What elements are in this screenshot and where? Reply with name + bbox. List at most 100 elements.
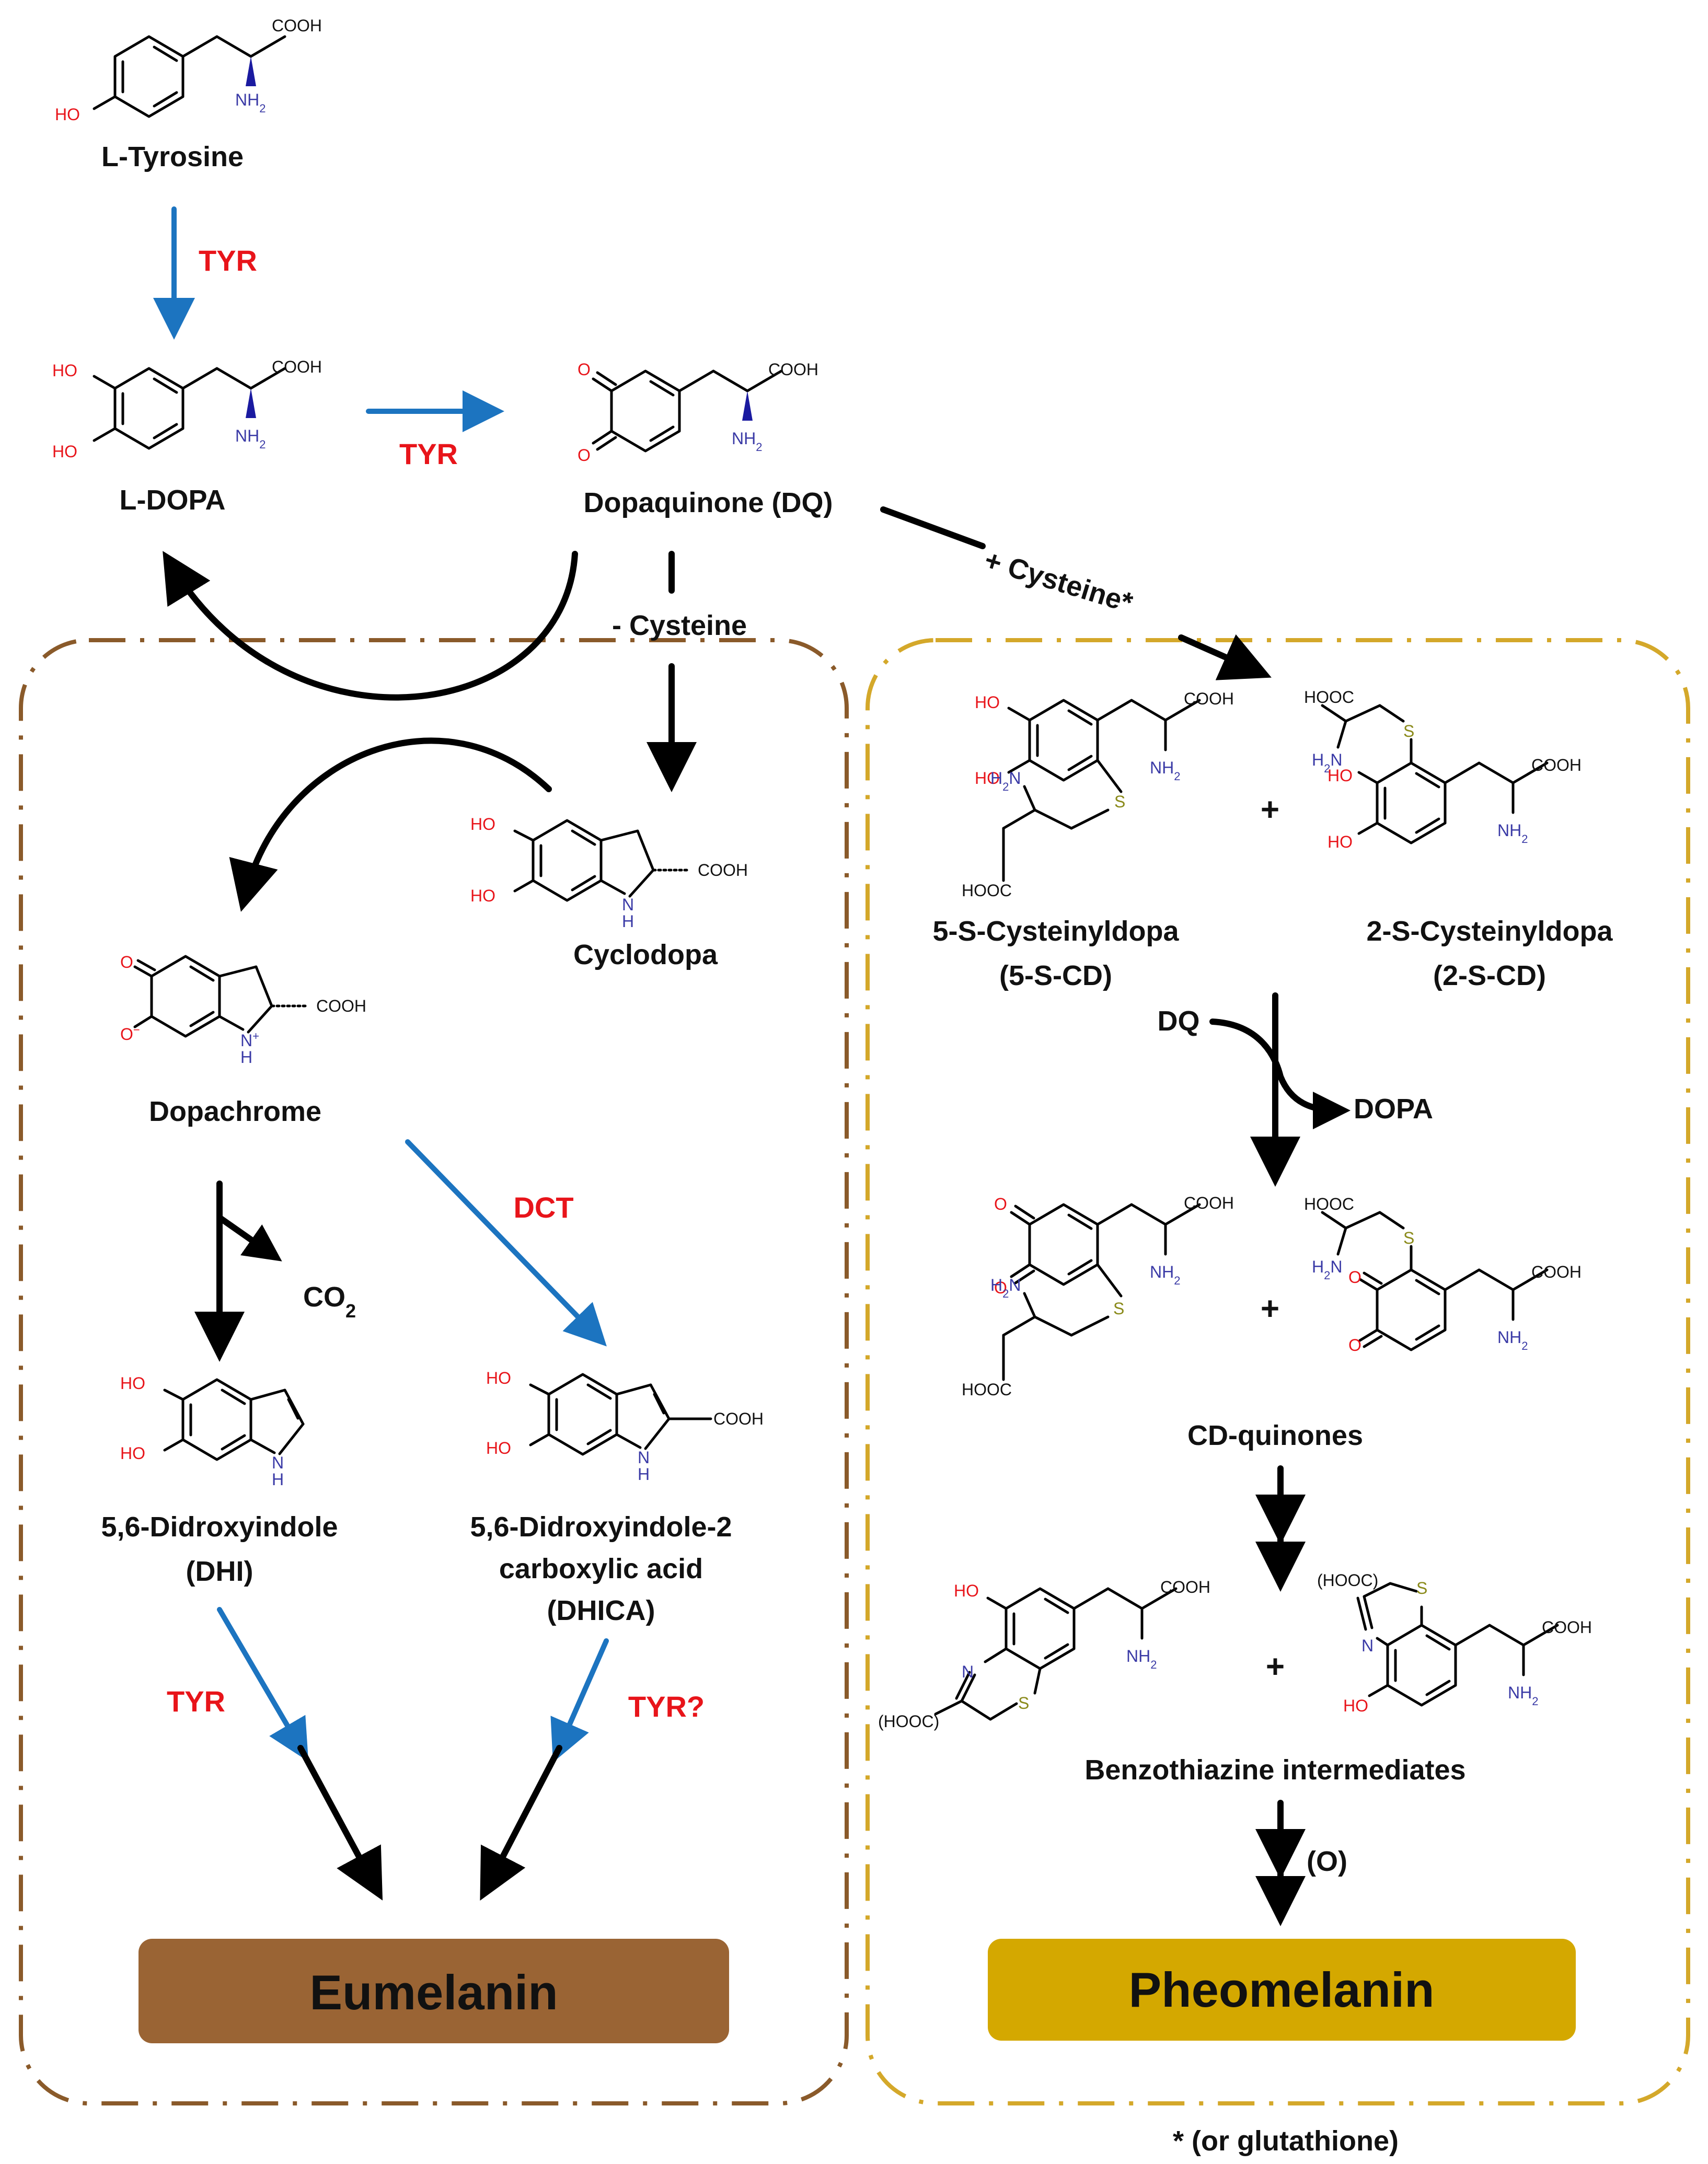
dopaquinone-structure: COOH NH2 O O	[578, 360, 818, 465]
dhica-label-line1: 5,6-Didroxyindole-2	[470, 1511, 732, 1543]
nh2-atom-label: NH2	[235, 426, 266, 451]
footnote-text: * (or glutathione)	[1173, 2125, 1399, 2157]
s-atom-label: S	[1113, 1299, 1124, 1318]
ho-atom-label: HO	[120, 1374, 145, 1393]
nh2-atom-label: NH2	[1508, 1683, 1538, 1708]
cooh-atom-label: COOH	[768, 360, 818, 379]
co2-release-arrow	[216, 1214, 282, 1262]
plus-cysteine-label: + Cysteine*	[981, 544, 1136, 619]
cooh-atom-label: COOH	[316, 997, 366, 1015]
nh2-atom-label: NH2	[732, 429, 762, 454]
dopa-label: L-DOPA	[120, 484, 226, 516]
cooh-atom-label: COOH	[713, 1409, 764, 1428]
5-s-cysteinyldopa-structure: COOH NH2 HO HO S H2N HOOC	[962, 689, 1234, 900]
cooh-atom-label: COOH	[272, 16, 322, 35]
h2n-atom-label: H2N	[1312, 750, 1342, 775]
2-s-cd-label-line2: (2-S-CD)	[1433, 960, 1546, 991]
dhi-to-eumelanin-blue-arrow	[217, 1607, 309, 1762]
o-atom-label: O	[1348, 1336, 1361, 1355]
n-atom-label: N	[1361, 1636, 1374, 1655]
nh-atom-label: N	[272, 1453, 284, 1472]
hooc-atom-label: HOOC	[1304, 1195, 1354, 1213]
ho-atom-label: HO	[975, 693, 1000, 712]
dhica-structure: COOH N H HO HO	[486, 1369, 764, 1484]
cooh-atom-label: COOH	[1531, 1263, 1582, 1281]
ho-atom-label: HO	[975, 769, 1000, 788]
tyr-enzyme-label-3: TYR	[167, 1685, 225, 1718]
tyr-enzyme-label-4: TYR?	[628, 1690, 705, 1723]
nh-plus-atom-label: N+	[240, 1029, 259, 1050]
cyclodopa-to-dopachrome-arrow	[229, 737, 552, 912]
2-s-cd-label-line1: 2-S-Cysteinyldopa	[1366, 916, 1613, 947]
cyclodopa-label: Cyclodopa	[573, 939, 718, 970]
hooc-paren-atom-label: (HOOC)	[1317, 1571, 1378, 1590]
nh2-atom-label: NH2	[235, 90, 266, 115]
nh2-atom-label: NH2	[1497, 1328, 1528, 1352]
pheomelanin-label: Pheomelanin	[1128, 1962, 1434, 2017]
tyrosine-label: L-Tyrosine	[101, 141, 244, 172]
5-s-cd-label-line2: (5-S-CD)	[999, 960, 1112, 991]
benzothiazine-structure-1: HO COOH NH2 N S (HOOC)	[878, 1578, 1210, 1731]
ho-atom-label: HO	[486, 1439, 511, 1457]
nh-atom-label: N	[638, 1448, 650, 1467]
hooc-paren-atom-label: (HOOC)	[878, 1712, 939, 1731]
o-atom-label: O	[578, 360, 591, 379]
o-atom-label: O	[578, 446, 591, 465]
cooh-atom-label: COOH	[1184, 1194, 1234, 1212]
ho-atom-label: HO	[120, 1444, 145, 1463]
ho-atom-label: HO	[1328, 832, 1353, 851]
cooh-atom-label: COOH	[698, 861, 748, 880]
dq-to-dopa-exchange-arrow	[1209, 1019, 1351, 1129]
o-minus-atom-label: O−	[120, 1023, 140, 1044]
tyr-enzyme-label-1: TYR	[199, 244, 257, 277]
o-atom-label: O	[120, 953, 133, 971]
cd-quinones-label: CD-quinones	[1187, 1420, 1363, 1451]
plus-operator-2: +	[1261, 1291, 1279, 1327]
nh-atom-label: N	[622, 895, 634, 914]
s-atom-label: S	[1403, 1229, 1414, 1247]
nh2-atom-label: NH2	[1150, 758, 1180, 783]
ho-atom-label: HO	[954, 1581, 979, 1600]
cooh-atom-label: COOH	[272, 357, 322, 376]
h-atom-label: H	[638, 1465, 650, 1484]
dq-reactant-label: DQ	[1158, 1005, 1200, 1037]
ho-atom-label: HO	[1343, 1696, 1368, 1715]
dq-to-dopa-redox-arrow	[163, 551, 578, 701]
cooh-atom-label: COOH	[1184, 689, 1234, 708]
hooc-atom-label: HOOC	[1304, 688, 1354, 707]
5-s-cd-label-line1: 5-S-Cysteinyldopa	[932, 916, 1179, 947]
cooh-atom-label: COOH	[1160, 1578, 1210, 1596]
dhi-to-eumelanin-black-arrow	[297, 1745, 383, 1901]
o-atom-label: O	[994, 1195, 1007, 1213]
dhica-to-eumelanin-blue-arrow	[550, 1638, 609, 1763]
dhi-structure: N H HO HO	[120, 1374, 305, 1489]
benzothiazine-structure-2: S N (HOOC) COOH NH2 HO	[1317, 1571, 1592, 1715]
dhica-to-eumelanin-black-arrow	[480, 1745, 562, 1901]
dhi-label-line1: 5,6-Didroxyindole	[101, 1511, 338, 1543]
h2n-atom-label: H2N	[990, 769, 1021, 793]
tyrosine-structure: COOH NH2 HO	[55, 16, 322, 124]
dhi-label-line2: (DHI)	[186, 1556, 253, 1587]
minus-cysteine-label: - Cysteine	[612, 610, 747, 641]
dopachrome-label: Dopachrome	[149, 1096, 321, 1127]
s-atom-label: S	[1114, 792, 1125, 811]
dct-enzyme-label: DCT	[513, 1191, 573, 1224]
cyclodopa-structure: COOH N H HO HO	[470, 815, 748, 931]
hooc-atom-label: HOOC	[962, 881, 1012, 900]
s-atom-label: S	[1416, 1579, 1427, 1598]
eumelanin-label: Eumelanin	[309, 1965, 558, 2020]
ho-atom-label: HO	[55, 105, 80, 124]
ho-atom-label: HO	[1328, 766, 1353, 785]
o-atom-label: O	[1348, 1268, 1361, 1287]
dq-to-cysteinyl-arrow	[1178, 634, 1272, 680]
dhica-label-line2: carboxylic acid	[499, 1553, 703, 1584]
n-atom-label: N	[962, 1662, 974, 1681]
cooh-atom-label: COOH	[1542, 1618, 1592, 1637]
h2n-atom-label: H2N	[990, 1276, 1021, 1300]
dopaquinone-label: Dopaquinone (DQ)	[584, 487, 833, 518]
dopa-product-label: DOPA	[1354, 1093, 1433, 1125]
s-atom-label: S	[1018, 1694, 1029, 1712]
ho-atom-label: HO	[470, 815, 495, 834]
ho-atom-label: HO	[52, 442, 77, 461]
nh2-atom-label: NH2	[1150, 1263, 1180, 1287]
